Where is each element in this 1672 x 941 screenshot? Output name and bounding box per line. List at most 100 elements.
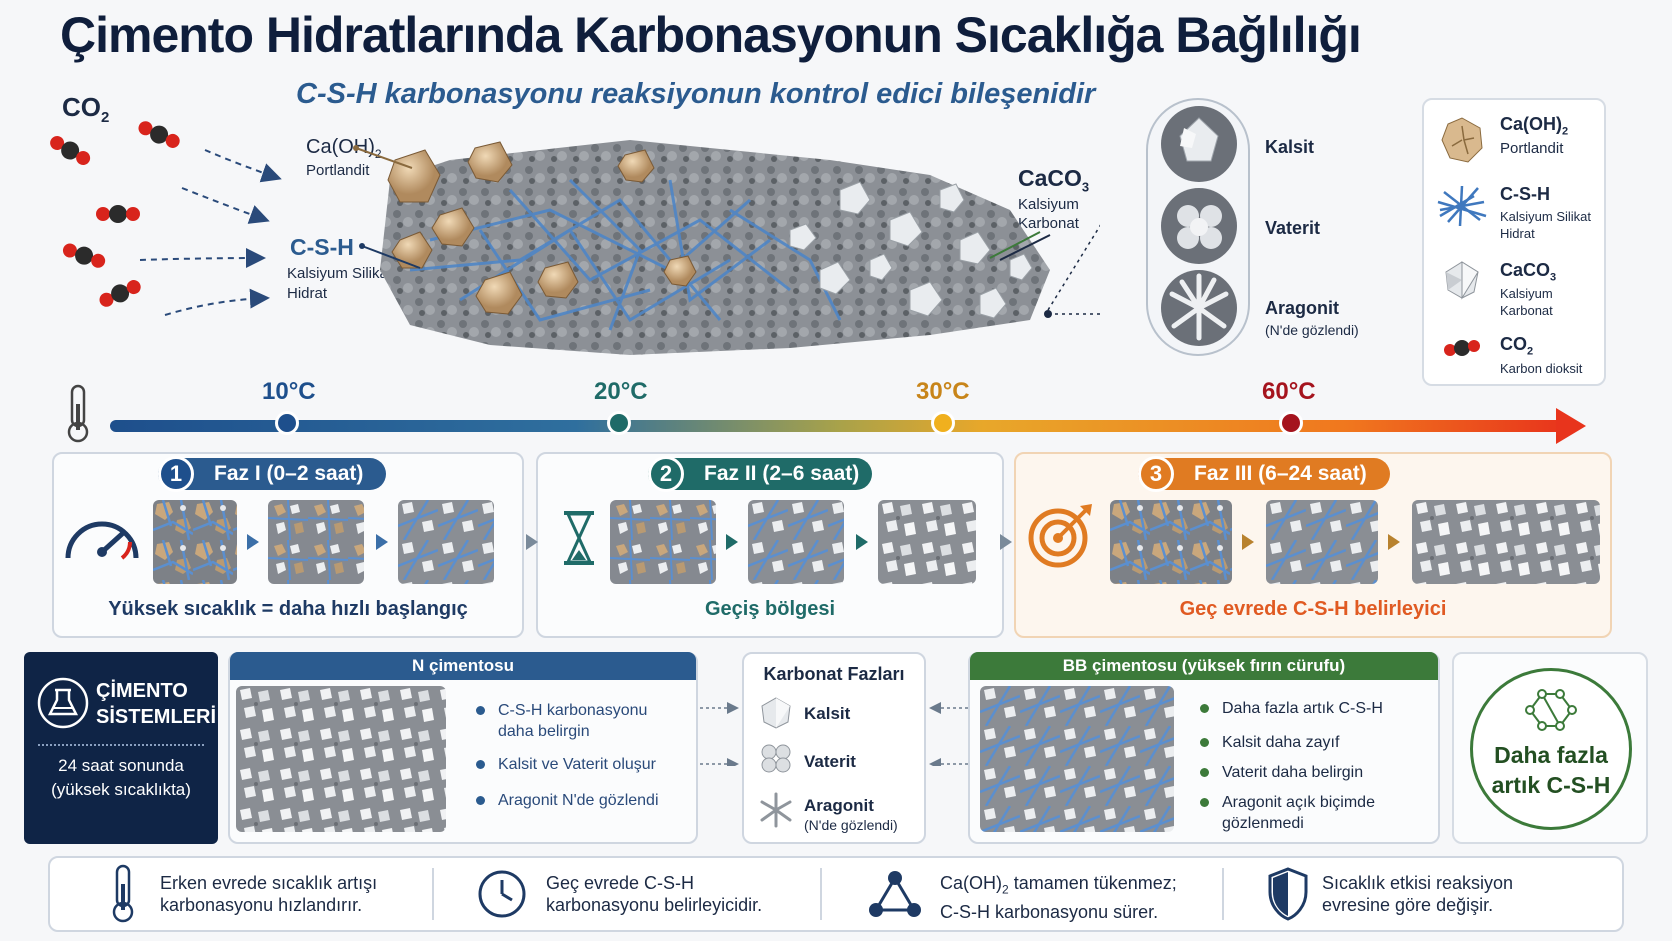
n-cement-header: N çimentosu: [230, 652, 696, 680]
phase2-texture-3: [878, 500, 976, 584]
phase1-number: 1: [158, 456, 194, 492]
legend-icons: [1437, 117, 1487, 356]
cement-systems-box: [24, 652, 218, 844]
page-subtitle: C-S-H karbonasyonu reaksiyonun kontrol e…: [296, 78, 1096, 110]
phase3-arrow-2: [1388, 534, 1400, 550]
bb-cement-header: BB çimentosu (yüksek fırın cürufu): [970, 652, 1438, 680]
footer-separator: [1222, 868, 1224, 920]
carbonate-aragonit: Aragonit: [804, 796, 874, 815]
phase3-label: Faz III (6–24 saat): [1194, 462, 1367, 485]
page-title: Çimento Hidratlarında Karbonasyonun Sıca…: [60, 7, 1362, 63]
phase3-texture-3: [1412, 500, 1600, 584]
phase1-label: Faz I (0–2 saat): [214, 462, 364, 485]
phase3-pill: 3 Faz III (6–24 saat): [1138, 456, 1390, 492]
phase3-texture-2: [1266, 500, 1378, 584]
temp-marker-60: [1279, 411, 1303, 435]
csh-name-line2: Hidrat: [287, 285, 328, 302]
phase1-arrow-2: [376, 534, 388, 550]
co2-label: CO2: [62, 92, 110, 127]
thermometer-icon: [112, 864, 134, 923]
cement-systems-title-2: SİSTEMLERİ: [96, 706, 217, 728]
thermometer-icon: [67, 384, 89, 443]
phase3-number: 3: [1138, 456, 1174, 492]
co2-molecule-icon: [96, 203, 142, 225]
hourglass-icon: [564, 511, 594, 565]
legend-caco3-desc1: Kalsiyum: [1500, 286, 1553, 301]
phase2-caption: Geçiş bölgesi: [704, 598, 836, 620]
phase2-number: 2: [648, 456, 684, 492]
temp-marker-10: [275, 411, 299, 435]
n-cement-bullet-2: Kalsit ve Vaterit oluşur: [476, 756, 656, 773]
polymorph-aragonit: Aragonit: [1265, 298, 1339, 318]
polymorph-kalsit: Kalsit: [1265, 137, 1315, 157]
n-cement-texture: [236, 686, 446, 832]
legend-csh-desc2: Hidrat: [1500, 226, 1535, 241]
phase2-arrow-2: [856, 534, 868, 550]
csh-label: C-S-H: [290, 234, 354, 260]
caco3-name-line1: Kalsiyum: [1018, 196, 1079, 213]
more-csh-line2: artık C-S-H: [1491, 772, 1611, 798]
temp-marker-20: [607, 411, 631, 435]
phase2-pill: 2 Faz II (2–6 saat): [648, 456, 872, 492]
phase2-arrow-1: [726, 534, 738, 550]
temp-30: 30°C: [916, 378, 970, 405]
caco3-label: CaCO3: [1018, 165, 1090, 195]
temp-10: 10°C: [262, 378, 316, 405]
portlandit-label: Portlandit: [306, 162, 370, 179]
phase2-texture-1: [610, 500, 716, 584]
phase1-texture-2: [268, 500, 364, 584]
phase1-arrow-1: [247, 534, 259, 550]
phase1-caption: Yüksek sıcaklık = daha hızlı başlangıç: [108, 598, 468, 620]
cement-systems-divider: [38, 744, 204, 746]
phase3-caption: Geç evrede C-S-H belirleyici: [1179, 598, 1447, 620]
phase-transition-arrow-2: [1000, 534, 1012, 550]
cement-systems-title-1: ÇİMENTO: [96, 680, 188, 702]
caco3-name-line2: Karbonat: [1018, 215, 1079, 232]
legend-caco3: CaCO3: [1500, 260, 1557, 284]
cement-systems-note-2: (yüksek sıcaklıkta): [51, 780, 191, 799]
cement-microstructure-illustration: [380, 140, 1050, 355]
phase1-texture-3: [398, 500, 494, 584]
polymorph-aragonit-note: (N'de gözlendi): [1265, 322, 1359, 338]
molecule-network-icon: [1525, 689, 1577, 731]
temp-60: 60°C: [1262, 378, 1316, 405]
legend-csh-desc1: Kalsiyum Silikat: [1500, 209, 1592, 224]
bb-cement-texture: [980, 686, 1174, 832]
more-csh-line1: Daha fazla: [1494, 742, 1608, 768]
carbonate-vaterit: Vaterit: [804, 752, 856, 771]
legend-csh: C-S-H: [1500, 184, 1550, 204]
legend-caoh-desc: Portlandit: [1500, 140, 1564, 157]
co2-flow-arrows: [139, 149, 282, 316]
phase2-texture-2: [748, 500, 844, 584]
flask-icon: [37, 677, 89, 729]
hero-pointer-lines: [353, 145, 1100, 318]
footer-note-3: Ca(OH)2 tamamen tükenmez;C-S-H karbonasy…: [940, 873, 1177, 922]
bb-cement-bullet-2: Kalsit daha zayıf: [1199, 734, 1340, 751]
temperature-axis: [110, 408, 1586, 444]
temp-marker-30: [931, 411, 955, 435]
phase3-arrow-1: [1242, 534, 1254, 550]
clock-icon: [478, 870, 526, 918]
network-icon: [869, 871, 921, 917]
csh-name-line1: Kalsiyum Silikat: [287, 265, 393, 282]
target-icon: [1028, 504, 1092, 568]
phase3-texture-1: [1110, 500, 1232, 584]
phase1-texture-1: [153, 500, 237, 584]
polymorph-spheres: [1161, 106, 1237, 346]
caoh-label: Ca(OH)2: [306, 136, 382, 161]
phase1-pill: 1 Faz I (0–2 saat): [158, 456, 386, 492]
legend-co2: CO2: [1500, 334, 1534, 358]
shield-icon: [1268, 867, 1308, 921]
legend-co2-desc: Karbon dioksit: [1500, 361, 1583, 376]
carbonate-phase-icons: [760, 697, 792, 828]
n-cement-bullet-3: Aragonit N'de gözlendi: [476, 792, 659, 809]
carbonate-kalsit: Kalsit: [804, 704, 851, 723]
legend-caco3-desc2: Karbonat: [1500, 303, 1553, 318]
gauge-icon: [65, 521, 139, 560]
temp-20: 20°C: [594, 378, 648, 405]
